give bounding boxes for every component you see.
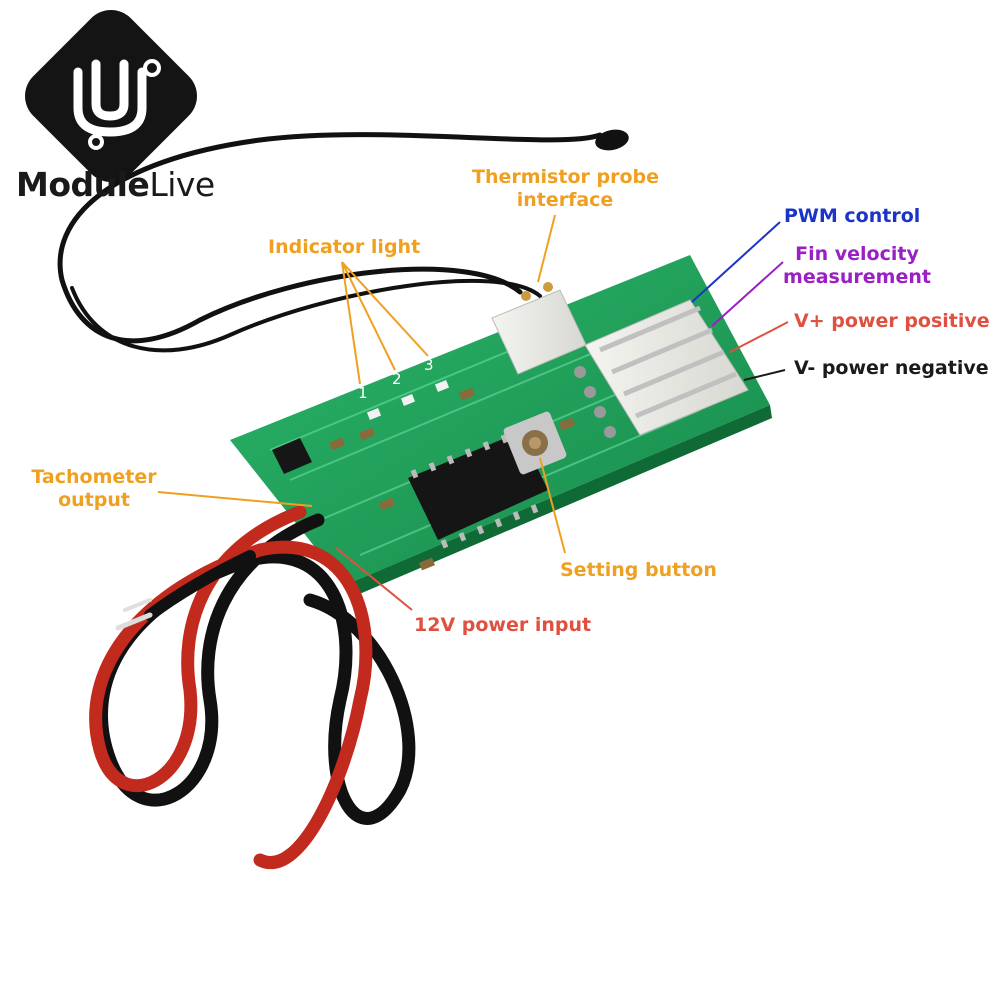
label-tach-line1: Tachometer [31, 466, 157, 488]
brand-name-bold: Module [16, 165, 150, 204]
thermistor-bead [595, 129, 629, 151]
thermistor-probe-wire [57, 132, 603, 353]
label-fin-line2: measurement [783, 266, 931, 288]
label-indicator: Indicator light [268, 236, 421, 258]
label-fin-line1: Fin velocity [795, 243, 919, 265]
brand-wordmark: ModuleLive [16, 165, 215, 205]
label-fin: Fin velocity measurement [782, 243, 932, 289]
label-vminus: V- power negative [794, 357, 989, 379]
label-tach-line2: output [58, 489, 130, 511]
brand-name-light: Live [149, 165, 215, 204]
label-tach: Tachometer output [28, 466, 160, 512]
fan-connector [574, 299, 749, 438]
silkscreen-3: 3 [424, 356, 434, 374]
indicator-leds [366, 380, 450, 420]
label-thermistor-line2: interface [516, 189, 614, 211]
setting-button [503, 411, 567, 475]
annotation-lines [157, 214, 789, 611]
label-setting: Setting button [560, 559, 717, 581]
silkscreen-1: 1 [358, 384, 368, 402]
silkscreen-2: 2 [392, 370, 402, 388]
label-vplus: V+ power positive [794, 310, 990, 332]
brand-logo-icon [25, 10, 197, 182]
power-cables [89, 505, 416, 869]
label-power-input: 12V power input [414, 614, 592, 636]
label-pwm: PWM control [784, 205, 921, 227]
label-thermistor: Thermistor probe interface [472, 166, 659, 212]
label-thermistor-line1: Thermistor probe [472, 166, 659, 188]
